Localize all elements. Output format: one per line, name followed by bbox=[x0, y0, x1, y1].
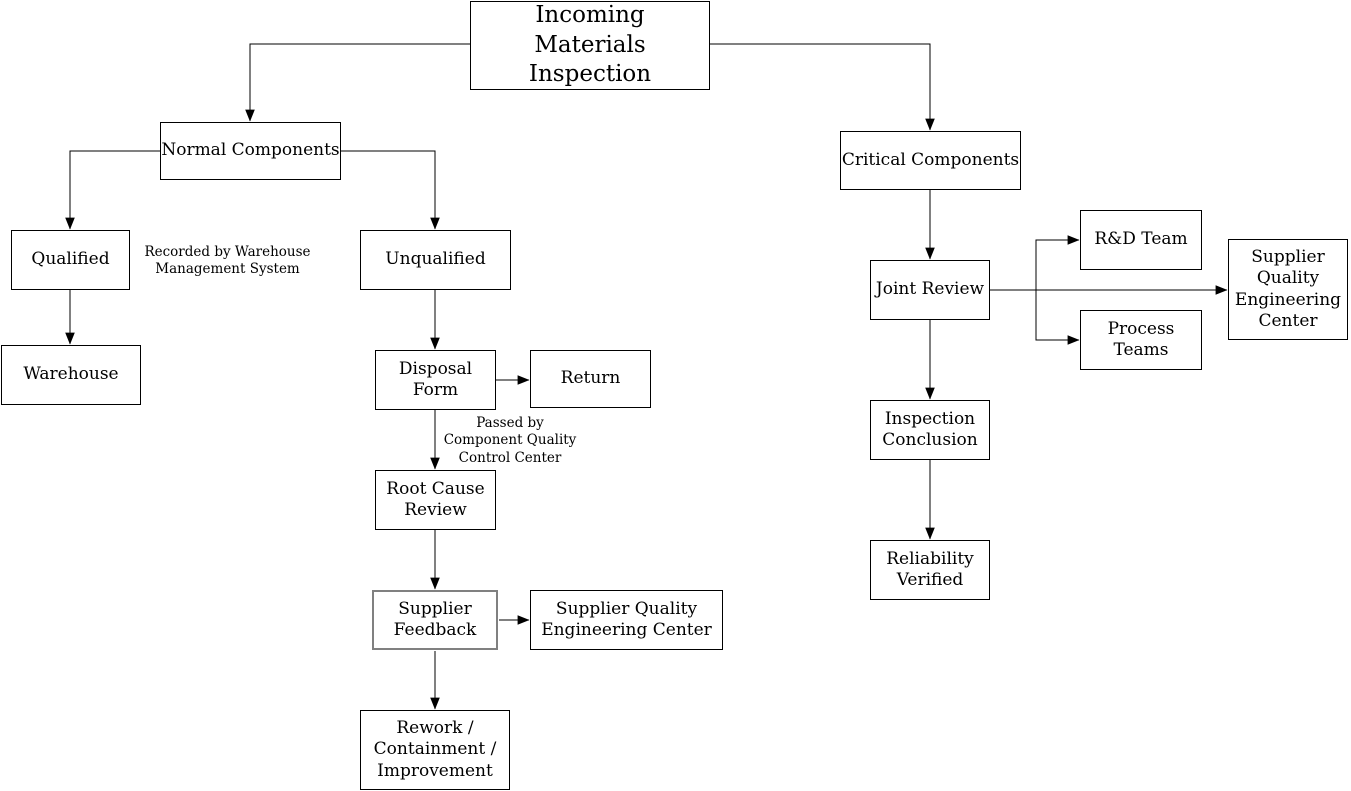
node-unqualified: Unqualified bbox=[360, 230, 511, 290]
node-supplier-quality-engineering-center-left: Supplier Quality Engineering Center bbox=[530, 590, 723, 650]
node-incoming-materials-inspection: Incoming Materials Inspection bbox=[470, 1, 710, 90]
node-supplier-feedback: Supplier Feedback bbox=[372, 590, 498, 650]
node-disposal-form: Disposal Form bbox=[375, 350, 496, 410]
edge-joint-review-to-process-teams bbox=[1035, 290, 1080, 345]
node-warehouse: Warehouse bbox=[1, 345, 141, 405]
node-supplier-quality-engineering-center-right: Supplier Quality Engineering Center bbox=[1228, 239, 1348, 340]
node-joint-review: Joint Review bbox=[870, 260, 990, 320]
annotation-passed-by-cqcc: Passed by Component Quality Control Cent… bbox=[443, 415, 577, 466]
node-root-cause-review: Root Cause Review bbox=[375, 470, 496, 530]
annotation-recorded-by-warehouse: Recorded by Warehouse Management System bbox=[144, 244, 311, 278]
edge-incoming-to-critical bbox=[710, 43, 935, 131]
edge-joint-review-to-rd-team bbox=[1035, 235, 1080, 290]
node-normal-components: Normal Components bbox=[160, 122, 341, 180]
node-process-teams: Process Teams bbox=[1080, 310, 1202, 370]
edge-normal-to-unqualified bbox=[341, 150, 440, 230]
node-inspection-conclusion: Inspection Conclusion bbox=[870, 400, 990, 460]
node-return: Return bbox=[530, 350, 651, 408]
node-rd-team: R&D Team bbox=[1080, 210, 1202, 270]
node-reliability-verified: Reliability Verified bbox=[870, 540, 990, 600]
edge-normal-to-qualified bbox=[65, 150, 160, 230]
node-rework-containment-improvement: Rework / Containment / Improvement bbox=[360, 710, 510, 790]
node-critical-components: Critical Components bbox=[840, 131, 1021, 190]
node-qualified: Qualified bbox=[11, 230, 130, 290]
edge-incoming-to-normal bbox=[245, 43, 470, 122]
